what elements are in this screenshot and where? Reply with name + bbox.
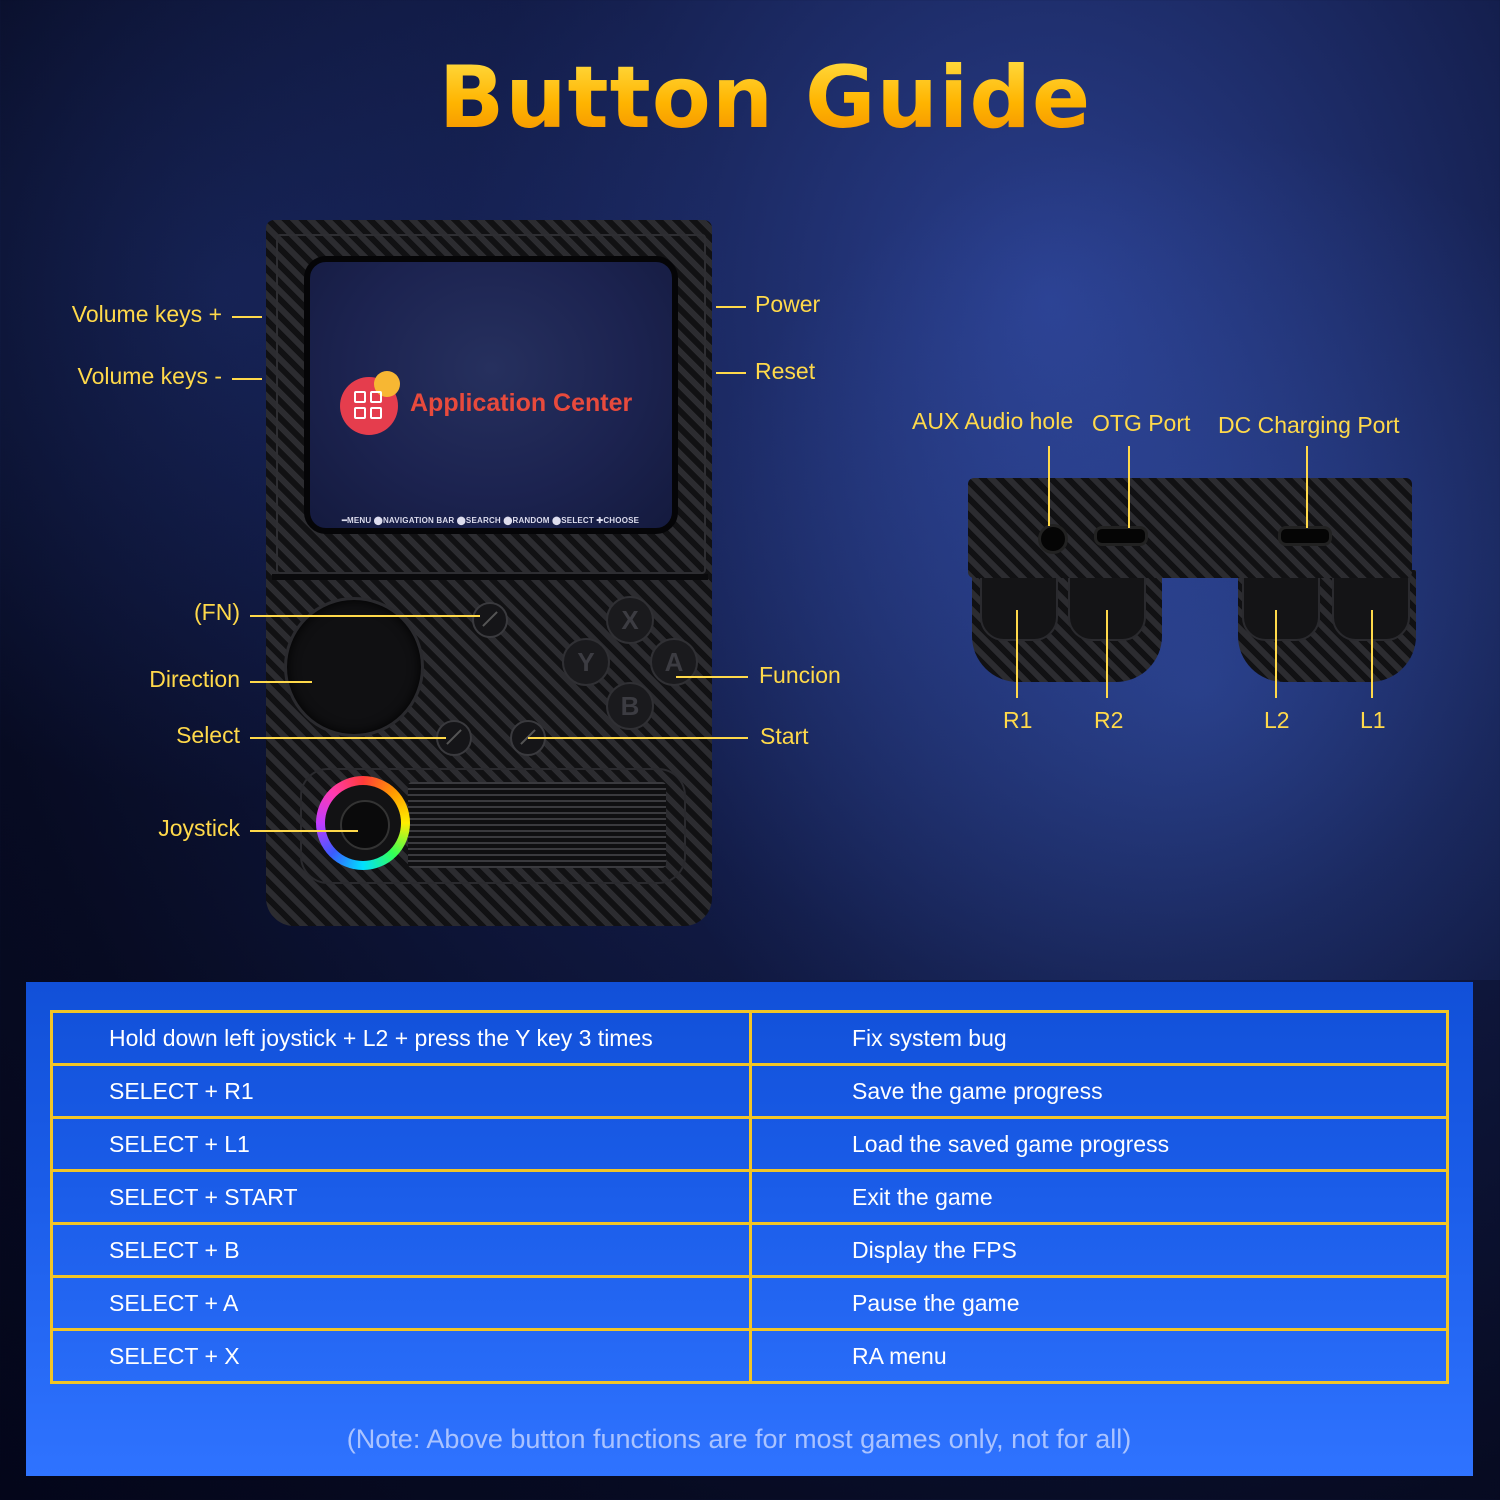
combo-action: Load the saved game progress <box>749 1116 1449 1172</box>
pointer-line <box>250 681 312 683</box>
label-aux: AUX Audio hole <box>912 408 1074 434</box>
r1-trigger[interactable] <box>980 575 1058 641</box>
combo-action: RA menu <box>749 1328 1449 1384</box>
pointer-line <box>676 676 748 678</box>
screen <box>304 256 678 534</box>
label-l2: L2 <box>1264 707 1290 733</box>
combo-action: Pause the game <box>749 1275 1449 1331</box>
screen-menu-bar: ━MENU ⬤NAVIGATION BAR ⬤SEARCH ⬤RANDOM ⬤S… <box>342 516 640 525</box>
pointer-line <box>250 830 358 832</box>
label-direction: Direction <box>149 666 240 692</box>
direction-pad[interactable] <box>284 597 424 737</box>
label-function: Funcion <box>759 662 841 688</box>
label-fn: (FN) <box>194 599 240 625</box>
r2-trigger[interactable] <box>1068 575 1146 641</box>
screen-frame <box>276 234 706 574</box>
pointer-line <box>1306 446 1308 528</box>
combo-action: Fix system bug <box>749 1010 1449 1066</box>
pointer-line <box>1128 446 1130 528</box>
pointer-line <box>716 306 746 308</box>
label-select: Select <box>176 722 240 748</box>
combo-keys: SELECT + X <box>50 1328 752 1384</box>
y-button[interactable]: Y <box>562 638 610 686</box>
combo-keys: SELECT + B <box>50 1222 752 1278</box>
pointer-line <box>716 372 746 374</box>
b-button[interactable]: B <box>606 682 654 730</box>
fn-button[interactable] <box>472 602 508 638</box>
label-power: Power <box>755 291 821 317</box>
app-center-title: Application Center <box>410 389 633 417</box>
pointer-line <box>1371 610 1373 698</box>
table-row: SELECT + L1 Load the saved game progress <box>50 1116 1449 1172</box>
pointer-line <box>250 737 446 739</box>
speaker-grille <box>408 782 666 868</box>
dc-port <box>1278 526 1332 546</box>
table-row: SELECT + R1 Save the game progress <box>50 1063 1449 1119</box>
label-dc: DC Charging Port <box>1218 412 1400 438</box>
a-button[interactable]: A <box>650 638 698 686</box>
label-r2: R2 <box>1094 707 1124 733</box>
label-volume-down: Volume keys - <box>77 363 222 389</box>
table-row: Hold down left joystick + L2 + press the… <box>50 1010 1449 1066</box>
combo-action: Save the game progress <box>749 1063 1449 1119</box>
pointer-line <box>1275 610 1277 698</box>
bottom-panel <box>300 768 686 884</box>
rgb-joystick-icon[interactable] <box>316 776 410 870</box>
l2-trigger[interactable] <box>1242 575 1320 641</box>
pointer-line <box>232 316 262 318</box>
combo-keys: SELECT + START <box>50 1169 752 1225</box>
pointer-line <box>1048 446 1050 526</box>
combo-keys: SELECT + L1 <box>50 1116 752 1172</box>
hinge-divider <box>272 574 708 580</box>
combo-action: Exit the game <box>749 1169 1449 1225</box>
table-row: SELECT + X RA menu <box>50 1328 1449 1384</box>
label-start: Start <box>760 723 809 749</box>
footnote: (Note: Above button functions are for mo… <box>346 1424 1132 1454</box>
label-r1: R1 <box>1003 707 1033 733</box>
combo-keys: SELECT + R1 <box>50 1063 752 1119</box>
x-button[interactable]: X <box>606 596 654 644</box>
application-center-icon <box>340 371 400 435</box>
label-joystick: Joystick <box>158 815 240 841</box>
pointer-line <box>1016 610 1018 698</box>
aux-port <box>1038 524 1068 554</box>
combo-keys: Hold down left joystick + L2 + press the… <box>50 1010 752 1066</box>
pointer-line <box>528 737 748 739</box>
table-row: SELECT + A Pause the game <box>50 1275 1449 1331</box>
combo-keys: SELECT + A <box>50 1275 752 1331</box>
label-reset: Reset <box>755 358 816 384</box>
table-row: SELECT + B Display the FPS <box>50 1222 1449 1278</box>
pointer-line <box>1106 610 1108 698</box>
label-l1: L1 <box>1360 707 1386 733</box>
pointer-line <box>250 615 480 617</box>
label-otg: OTG Port <box>1092 410 1191 436</box>
table-row: SELECT + START Exit the game <box>50 1169 1449 1225</box>
pointer-line <box>232 378 262 380</box>
combo-action: Display the FPS <box>749 1222 1449 1278</box>
otg-port <box>1094 526 1148 546</box>
shortcut-table: Hold down left joystick + L2 + press the… <box>50 1010 1449 1384</box>
page-title: Button Guide <box>0 48 1500 148</box>
console-top-view <box>968 478 1412 578</box>
label-volume-up: Volume keys + <box>71 301 222 327</box>
